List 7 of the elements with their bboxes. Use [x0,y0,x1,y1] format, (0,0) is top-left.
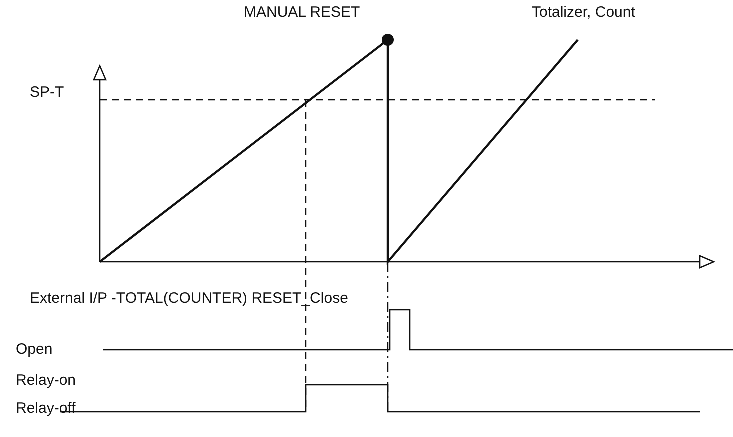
setpoint-label: SP-T [30,84,64,102]
signal-state-label: Relay-on [16,372,76,390]
curve-label: Totalizer, Count [532,4,636,22]
signal-state-label: Open [16,341,53,359]
signal-state-label: Relay-off [16,400,76,418]
annotation-label: MANUAL RESET [244,4,360,22]
signal-label: External I/P -TOTAL(COUNTER) RESET_Close [30,290,348,308]
